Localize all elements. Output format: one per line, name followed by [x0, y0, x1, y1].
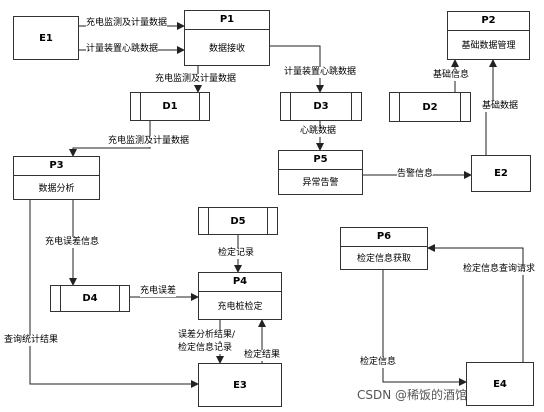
process-p4-id: P4: [199, 273, 281, 292]
process-p6-name: 检定信息获取: [356, 254, 411, 264]
flow-label-p1-d1: 充电监测及计量数据: [155, 74, 237, 85]
store-d3-label: D3: [313, 101, 329, 112]
flow-label-d2-p2: 基础信息: [433, 70, 470, 81]
process-p1-id: P1: [185, 11, 269, 30]
process-p2-id: P2: [448, 12, 529, 31]
process-p3: P3 数据分析: [13, 156, 100, 200]
flow-label-p4-e3-line1: 误差分析结果/: [178, 330, 236, 341]
flow-label-e3-p4: 检定结果: [244, 350, 281, 361]
process-p1: P1 数据接收: [184, 10, 270, 66]
store-d4: D4: [50, 285, 130, 312]
process-p2: P2 基础数据管理: [447, 11, 530, 60]
flow-label-e4-p6: 检定信息查询请求: [463, 264, 536, 275]
flow-label-e2-p2: 基础数据: [482, 101, 519, 112]
store-d2-label: D2: [422, 101, 438, 113]
store-d2: D2: [389, 92, 471, 122]
entity-e2: E2: [471, 155, 531, 192]
flow-label-e1-p1-charge: 充电监测及计量数据: [86, 18, 168, 29]
store-d5: D5: [198, 207, 278, 235]
flow-e4-p6: [427, 244, 524, 385]
flow-label-p3-d4: 充电误差信息: [45, 237, 100, 248]
process-p5-name: 异常告警: [302, 178, 339, 188]
flow-label-p4-e3-line2: 检定信息记录: [178, 343, 233, 354]
store-d3: D3: [280, 92, 362, 121]
entity-e3: E3: [198, 363, 282, 407]
flow-p3-e3: [29, 200, 199, 388]
flow-label-d5-p4: 检定记录: [218, 248, 255, 259]
flow-d1-p3: [69, 121, 151, 157]
process-p3-id: P3: [14, 157, 99, 176]
flow-label-p1-d3: 计量装置心跳数据: [284, 67, 357, 78]
entity-e1: E1: [13, 16, 79, 60]
process-p6: P6 检定信息获取: [340, 227, 428, 270]
entity-e4: E4: [466, 362, 534, 406]
flow-label-p6-e4: 检定信息: [360, 357, 397, 368]
flow-label-p3-e3: 查询统计结果: [4, 335, 59, 346]
flow-label-d4-p4: 充电误差: [140, 286, 177, 297]
process-p3-name: 数据分析: [38, 183, 75, 194]
flow-label-p5-e2: 告警信息: [397, 169, 434, 180]
process-p1-name: 数据接收: [208, 43, 245, 54]
process-p4-name: 充电桩检定: [217, 301, 263, 312]
process-p2-name: 基础数据管理: [461, 41, 516, 51]
store-d5-label: D5: [230, 215, 246, 227]
process-p4: P4 充电桩检定: [198, 272, 282, 320]
store-d4-label: D4: [82, 293, 98, 304]
watermark-text: CSDN @稀饭的酒馆: [357, 388, 468, 402]
store-d1: D1: [130, 92, 210, 121]
flow-label-e1-p1-heartbeat: 计量装置心跳数据: [86, 44, 159, 55]
process-p5-id: P5: [279, 151, 362, 170]
flow-p6-e4: [382, 270, 467, 386]
flow-label-d1-p3: 充电监测及计量数据: [108, 136, 190, 147]
process-p6-id: P6: [341, 228, 427, 247]
store-d1-label: D1: [162, 101, 178, 112]
process-p5: P5 异常告警: [278, 150, 363, 195]
flow-label-d3-p5: 心跳数据: [300, 126, 337, 137]
